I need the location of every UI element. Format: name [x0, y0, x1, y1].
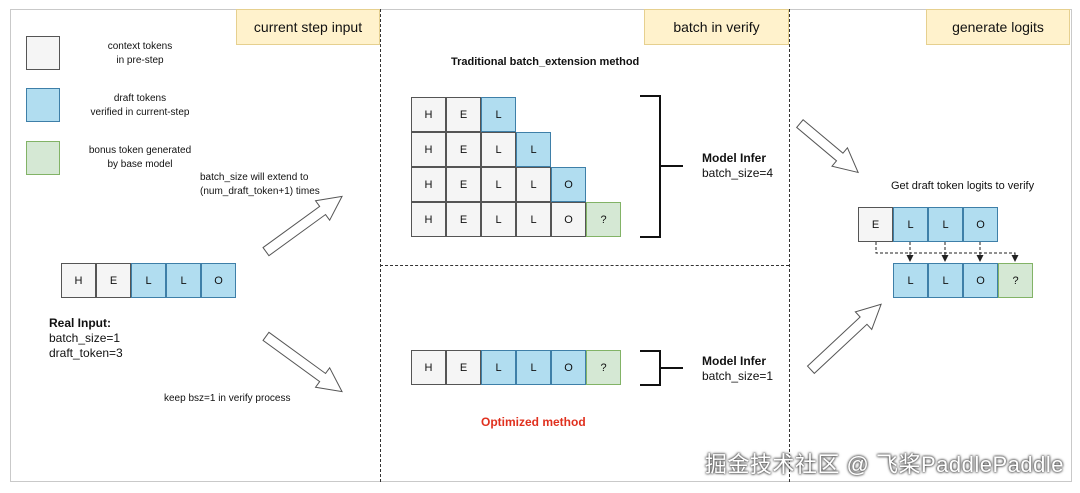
opt-infer-batch: batch_size=1	[702, 369, 774, 383]
arrow-to-logits-bottom	[806, 303, 882, 375]
logits-input-token: L	[928, 207, 963, 242]
input-token: L	[131, 263, 166, 298]
trad-token: O	[551, 202, 586, 237]
diagram-frame	[10, 9, 1072, 482]
logits-input-token: E	[858, 207, 893, 242]
arrow-extend	[262, 195, 343, 257]
bracket-optimized	[640, 350, 683, 386]
opt-token: E	[446, 350, 481, 385]
divider-left	[380, 9, 381, 482]
watermark-text: 掘金技术社区 @ 飞桨PaddlePaddle	[704, 452, 1064, 477]
trad-token: H	[411, 97, 446, 132]
real-input-label: Real Input:	[49, 316, 111, 330]
input-token: E	[96, 263, 131, 298]
section-title-logits: generate logits	[926, 9, 1070, 45]
legend-draft-swatch	[26, 88, 60, 122]
logits-output-token: O	[963, 263, 998, 298]
trad-token: E	[446, 132, 481, 167]
trad-token: E	[446, 202, 481, 237]
arrow-keep	[262, 331, 343, 393]
trad-token: L	[516, 132, 551, 167]
connector-e-to-l	[875, 242, 914, 262]
logits-output-token: ?	[998, 263, 1033, 298]
opt-token: ?	[586, 350, 621, 385]
trad-token: H	[411, 132, 446, 167]
keep-bsz-note: keep bsz=1 in verify process	[164, 393, 291, 404]
legend-bonus-swatch	[26, 141, 60, 175]
trad-token: H	[411, 167, 446, 202]
section-title-verify: batch in verify	[644, 9, 789, 45]
connector-l-to-l	[909, 242, 949, 262]
logits-caption: Get draft token logits to verify	[891, 180, 1035, 192]
optimized-method-label: Optimized method	[481, 415, 586, 429]
divider-middle	[380, 265, 789, 266]
opt-token: O	[551, 350, 586, 385]
logits-output-token: L	[928, 263, 963, 298]
arrow-to-logits-top	[795, 119, 859, 174]
divider-right	[789, 9, 790, 482]
connector-o-to-bonus	[979, 242, 1019, 262]
trad-token: E	[446, 167, 481, 202]
logits-input-token: L	[893, 207, 928, 242]
input-token: H	[61, 263, 96, 298]
opt-token: H	[411, 350, 446, 385]
opt-token: L	[481, 350, 516, 385]
opt-infer-label: Model Infer	[702, 354, 767, 368]
trad-token: H	[411, 202, 446, 237]
trad-token: L	[516, 202, 551, 237]
trad-infer-batch: batch_size=4	[702, 166, 774, 180]
legend-context-swatch	[26, 36, 60, 70]
trad-token: L	[516, 167, 551, 202]
real-input-draft-token: draft_token=3	[49, 346, 123, 360]
connector-l-to-o	[944, 242, 984, 262]
trad-token: E	[446, 97, 481, 132]
bracket-traditional	[640, 95, 683, 238]
trad-token: L	[481, 202, 516, 237]
traditional-title: Traditional batch_extension method	[451, 56, 640, 68]
logits-input-token: O	[963, 207, 998, 242]
extend-note: batch_size will extend to(num_draft_toke…	[200, 172, 320, 197]
trad-token: L	[481, 97, 516, 132]
input-token: O	[201, 263, 236, 298]
trad-token: ?	[586, 202, 621, 237]
trad-infer-label: Model Infer	[702, 151, 767, 165]
logits-output-token: L	[893, 263, 928, 298]
trad-token: O	[551, 167, 586, 202]
input-token: L	[166, 263, 201, 298]
trad-token: L	[481, 167, 516, 202]
trad-token: L	[481, 132, 516, 167]
real-input-batch-size: batch_size=1	[49, 331, 121, 345]
opt-token: L	[516, 350, 551, 385]
section-title-input: current step input	[236, 9, 380, 45]
